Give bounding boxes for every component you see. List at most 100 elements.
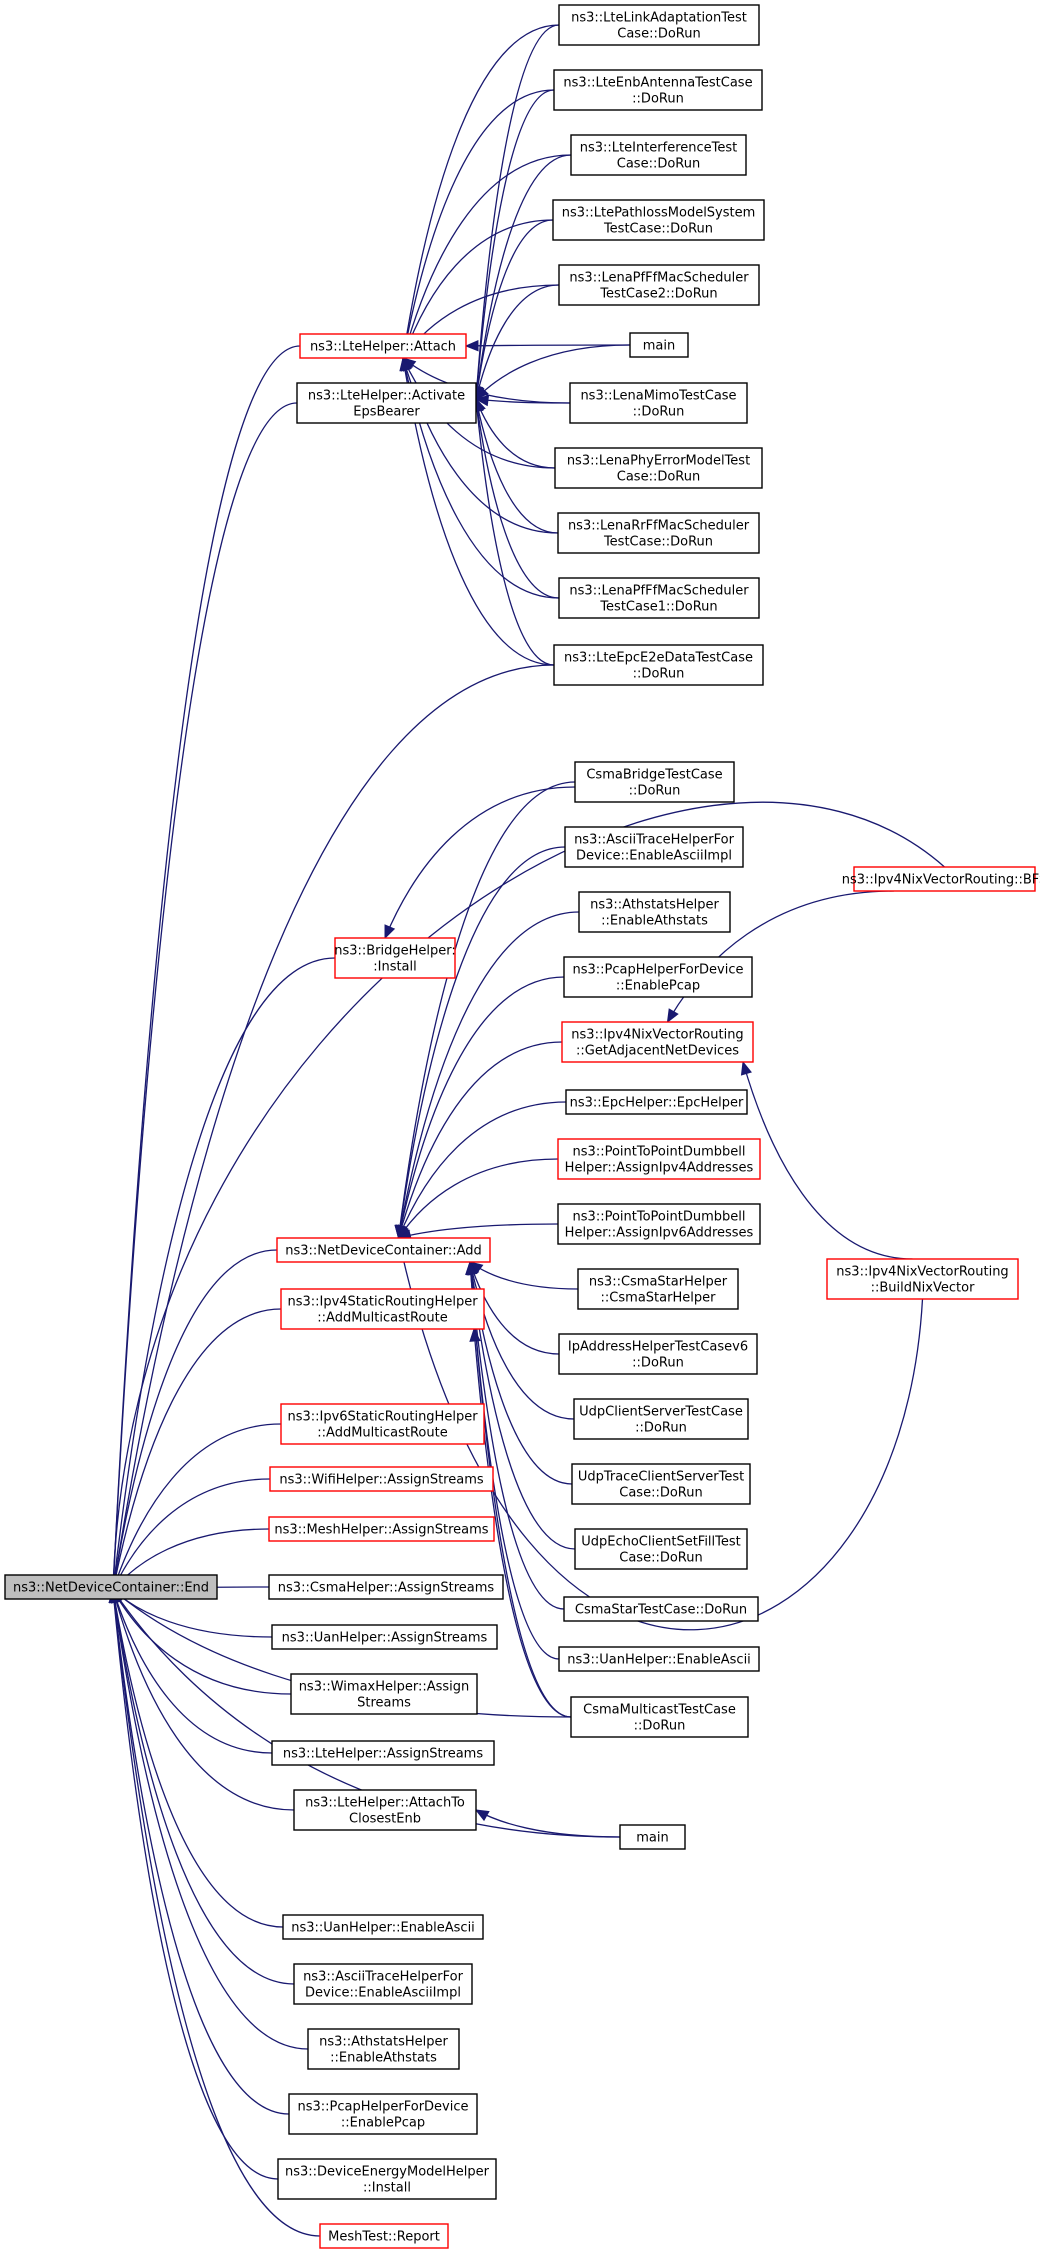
- node-csmaas[interactable]: ns3::CsmaHelper::AssignStreams: [268, 1574, 504, 1600]
- node-label: ::DoRun: [632, 1356, 684, 1371]
- node-box: [334, 937, 456, 979]
- node-box: [553, 69, 763, 111]
- node-label: ::DoRun: [633, 405, 685, 420]
- node-box: [826, 1258, 1019, 1300]
- node-label: TestCase::DoRun: [603, 535, 713, 550]
- node-c10[interactable]: IpAddressHelperTestCasev6::DoRun: [558, 1333, 758, 1375]
- node-box: [577, 1268, 739, 1310]
- node-c2[interactable]: ns3::AsciiTraceHelperForDevice::EnableAs…: [564, 826, 744, 868]
- node-box: [290, 1673, 478, 1715]
- node-bfs[interactable]: ns3::Ipv4NixVectorRouting::BFS: [842, 866, 1040, 892]
- node-box: [293, 1963, 473, 2005]
- node-c4[interactable]: ns3::PcapHelperForDevice::EnablePcap: [563, 956, 753, 998]
- node-lteattach[interactable]: ns3::LteHelper::Attach: [299, 333, 467, 359]
- arrowhead-icon: [666, 1008, 679, 1024]
- node-bridge[interactable]: ns3::BridgeHelper::Install: [334, 937, 456, 979]
- node-c7[interactable]: ns3::PointToPointDumbbellHelper::AssignI…: [557, 1138, 761, 1180]
- arrowhead-icon: [740, 1060, 752, 1076]
- node-c9[interactable]: ns3::CsmaStarHelper::CsmaStarHelper: [577, 1268, 739, 1310]
- node-label: ns3::CsmaStarHelper: [589, 1275, 728, 1290]
- node-box: [268, 1574, 504, 1600]
- node-c11[interactable]: UdpClientServerTestCase::DoRun: [573, 1398, 749, 1440]
- node-energy[interactable]: ns3::DeviceEnergyModelHelper::Install: [277, 2158, 497, 2200]
- edge-buildnix-to-c5: [740, 1060, 913, 1260]
- node-label: ns3::PointToPointDumbbell: [573, 1210, 746, 1225]
- node-t5[interactable]: ns3::LenaPfFfMacSchedulerTestCase2::DoRu…: [558, 264, 760, 306]
- edge-t10-to-lteact: [472, 397, 560, 599]
- node-label: ns3::LenaRrFfMacScheduler: [568, 519, 750, 534]
- node-label: Device::EnableAsciiImpl: [305, 1986, 461, 2001]
- node-c14[interactable]: CsmaStarTestCase::DoRun: [563, 1596, 759, 1622]
- node-box: [296, 382, 477, 424]
- node-end[interactable]: ns3::NetDeviceContainer::End: [4, 1574, 218, 1600]
- node-label: ns3::NetDeviceContainer::Add: [285, 1244, 482, 1259]
- node-box: [552, 199, 765, 241]
- node-label: ::DoRun: [634, 1719, 686, 1734]
- node-label: ns3::AthstatsHelper: [590, 898, 719, 913]
- node-t4[interactable]: ns3::LtePathlossModelSystemTestCase::DoR…: [552, 199, 765, 241]
- node-t6[interactable]: main: [629, 332, 689, 358]
- edge-ipv4mc-to-end: [109, 1308, 282, 1592]
- node-t2[interactable]: ns3::LteEnbAntennaTestCase::DoRun: [553, 69, 763, 111]
- node-uanas[interactable]: ns3::UanHelper::AssignStreams: [271, 1624, 498, 1650]
- node-label: MeshTest::Report: [328, 2230, 440, 2245]
- node-label: ns3::Ipv4NixVectorRouting: [836, 1265, 1008, 1280]
- node-box: [565, 1089, 748, 1115]
- node-add[interactable]: ns3::NetDeviceContainer::Add: [276, 1237, 491, 1263]
- node-label: TestCase::DoRun: [603, 222, 713, 237]
- node-wifi[interactable]: ns3::WifiHelper::AssignStreams: [269, 1466, 494, 1492]
- node-label: ::BuildNixVector: [871, 1281, 976, 1296]
- node-uanea[interactable]: ns3::UanHelper::EnableAscii: [282, 1914, 484, 1940]
- arrowhead-icon: [474, 1809, 490, 1822]
- node-c1[interactable]: CsmaBridgeTestCase::DoRun: [574, 761, 735, 803]
- edge-wimax-to-end: [112, 1588, 292, 1695]
- node-ipv6mc[interactable]: ns3::Ipv6StaticRoutingHelper::AddMultica…: [280, 1403, 485, 1445]
- node-label: Helper::AssignIpv4Addresses: [565, 1161, 754, 1176]
- arrowhead-icon: [399, 356, 411, 372]
- node-lteas[interactable]: ns3::LteHelper::AssignStreams: [271, 1740, 495, 1766]
- node-box: [619, 1824, 686, 1850]
- node-ipv4mc[interactable]: ns3::Ipv4StaticRoutingHelper::AddMultica…: [280, 1288, 485, 1330]
- node-box: [554, 447, 763, 489]
- node-wimax[interactable]: ns3::WimaxHelper::AssignStreams: [290, 1673, 478, 1715]
- node-label: ::DoRun: [633, 667, 685, 682]
- node-mesh[interactable]: ns3::MeshHelper::AssignStreams: [268, 1516, 495, 1542]
- node-c5[interactable]: ns3::Ipv4NixVectorRouting::GetAdjacentNe…: [561, 1021, 754, 1063]
- node-pcap2[interactable]: ns3::PcapHelperForDevice::EnablePcap: [288, 2093, 478, 2135]
- node-label: ns3::MeshHelper::AssignStreams: [274, 1523, 488, 1538]
- node-box: [557, 1138, 761, 1180]
- node-main2[interactable]: main: [619, 1824, 686, 1850]
- node-report[interactable]: MeshTest::Report: [319, 2223, 449, 2249]
- node-box: [288, 2093, 478, 2135]
- node-ath2[interactable]: ns3::AthstatsHelper::EnableAthstats: [307, 2028, 460, 2070]
- node-label: Case::DoRun: [617, 157, 700, 172]
- edge-c9-to-add: [468, 1261, 579, 1290]
- node-box: [573, 1398, 749, 1440]
- node-box: [561, 1021, 754, 1063]
- node-t10[interactable]: ns3::LenaPfFfMacSchedulerTestCase1::DoRu…: [558, 577, 760, 619]
- node-label: ns3::Ipv4NixVectorRouting::BFS: [842, 873, 1040, 888]
- node-buildnix[interactable]: ns3::Ipv4NixVectorRouting::BuildNixVecto…: [826, 1258, 1019, 1300]
- node-t7[interactable]: ns3::LenaMimoTestCase::DoRun: [569, 382, 748, 424]
- edge-c16-to-ipv4mc: [469, 1327, 572, 1718]
- node-label: main: [643, 339, 675, 354]
- node-t11[interactable]: ns3::LteEpcE2eDataTestCase::DoRun: [553, 644, 764, 686]
- node-label: TestCase2::DoRun: [599, 287, 717, 302]
- node-label: ns3::LteEnbAntennaTestCase: [563, 76, 752, 91]
- node-label: ns3::EpcHelper::EpcHelper: [570, 1096, 744, 1111]
- node-c3[interactable]: ns3::AthstatsHelper::EnableAthstats: [578, 891, 731, 933]
- node-ascii2[interactable]: ns3::AsciiTraceHelperForDevice::EnableAs…: [293, 1963, 473, 2005]
- node-c15[interactable]: ns3::UanHelper::EnableAscii: [558, 1646, 760, 1672]
- node-c16[interactable]: CsmaMulticastTestCase::DoRun: [570, 1696, 749, 1738]
- node-box: [563, 956, 753, 998]
- node-c6[interactable]: ns3::EpcHelper::EpcHelper: [565, 1089, 748, 1115]
- node-c8[interactable]: ns3::PointToPointDumbbellHelper::AssignI…: [557, 1203, 761, 1245]
